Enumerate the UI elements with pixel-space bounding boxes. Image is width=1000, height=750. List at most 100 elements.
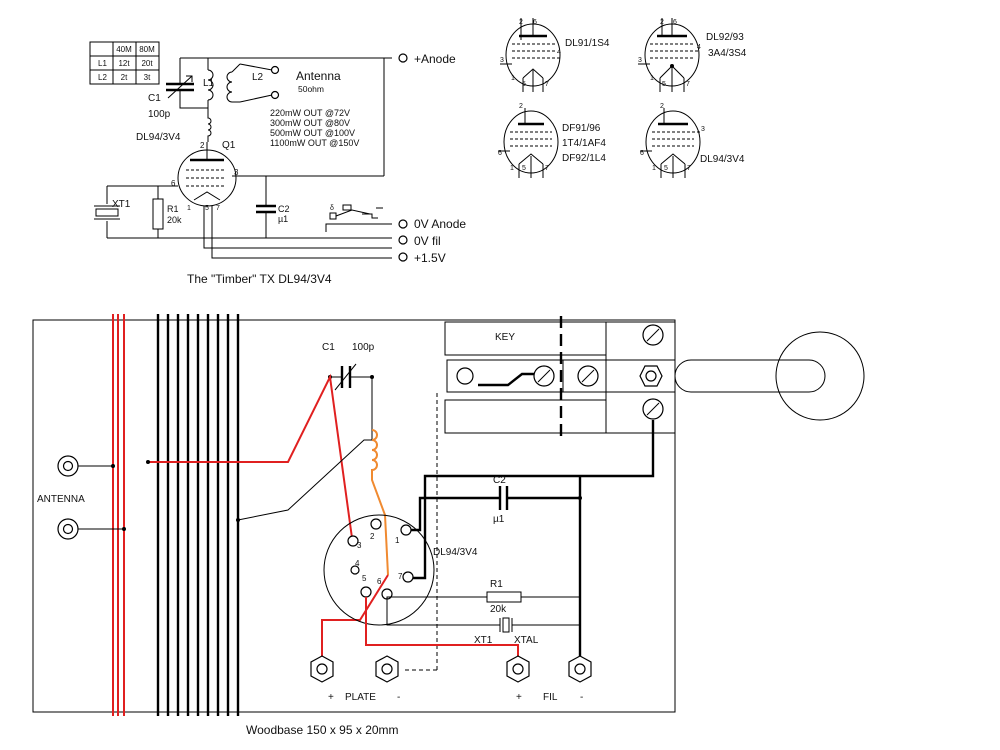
fil-plus-terminal-layout[interactable] <box>506 655 530 683</box>
antenna-terminal-1[interactable] <box>57 455 79 477</box>
antenna-impedance: 50ohm <box>298 84 324 94</box>
layout-c2-label: C2 <box>493 475 506 486</box>
layout-r1-label: R1 <box>490 579 503 590</box>
q1-pin-2: 2 <box>200 141 205 150</box>
woodbase-outline <box>32 319 676 713</box>
dl94-pin-6: 6 <box>640 150 644 157</box>
dl91-pin-7: 7 <box>545 81 549 88</box>
q1-pin-3: 3 <box>234 168 239 177</box>
tube-basing-dl92: 2 6 4 3 1 5 7 DL92/93 3A4/3S4 <box>638 18 747 92</box>
tube-basing-df91: 2 6 1 5 7 DF91/96 1T4/1AF4 DF92/1L4 <box>498 103 606 178</box>
dl92-pin-1: 1 <box>650 75 654 82</box>
table-header-80m: 80M <box>139 45 155 54</box>
layout-r1-value: 20k <box>490 604 507 615</box>
df91-name-3: DF92/1L4 <box>562 153 606 164</box>
dl92-pin-4: 4 <box>697 44 701 51</box>
grid-circuit: XT1 R1 20k <box>94 185 182 238</box>
l1-label: L1 <box>203 78 215 89</box>
q1-tube-type: DL94/3V4 <box>136 132 181 143</box>
l2-antenna-coil-wires <box>112 314 125 716</box>
table-header-40m: 40M <box>116 45 132 54</box>
q1-tube-symbol: 2 6 3 1 5 7 DL94/3V4 Q1 <box>136 132 239 212</box>
tube-basing-dl94: 2 3 6 1 5 7 DL94/3V4 <box>640 103 745 178</box>
c2-capacitor: C2 µ1 <box>256 176 290 238</box>
dl94-pin-5: 5 <box>664 165 668 172</box>
tank-circuit: C1 100p L1 L2 Antenna 50ohm <box>148 57 392 142</box>
morse-key-symbol: δ <box>329 204 383 220</box>
dl94-pin-7: 7 <box>687 165 691 172</box>
schematic-caption: The "Timber" TX DL94/3V4 <box>187 272 332 286</box>
r1-label: R1 <box>167 204 179 214</box>
dl91-pin-4: 4 <box>557 49 561 56</box>
socket-pin-6: 6 <box>377 577 382 586</box>
socket-pin-4: 4 <box>355 559 360 568</box>
df91-pin-6: 6 <box>498 150 502 157</box>
table-row-l2-label: L2 <box>98 73 107 82</box>
layout-c1-value: 100p <box>352 342 375 353</box>
c1-value: 100p <box>148 109 171 120</box>
antenna-label: Antenna <box>296 69 341 83</box>
socket-pin-1: 1 <box>395 536 400 545</box>
dl92-pin-7: 7 <box>686 81 690 88</box>
power-note-100v: 500mW OUT @100V <box>270 128 355 138</box>
c2-value: µ1 <box>278 214 288 224</box>
dl92-name-2: 3A4/3S4 <box>708 48 747 59</box>
df91-pin-2: 2 <box>519 103 523 110</box>
anode-plus-label: +Anode <box>414 52 456 66</box>
table-row-l1-80m: 20t <box>141 59 153 68</box>
df91-pin-7: 7 <box>545 165 549 172</box>
dl92-pin-2: 2 <box>660 19 664 26</box>
c1-label: C1 <box>148 93 161 104</box>
antenna-terminal-2[interactable] <box>57 518 79 540</box>
socket-pin-5: 5 <box>362 574 367 583</box>
dl92-pin-6: 6 <box>673 19 677 26</box>
plate-minus-sign: - <box>397 692 400 703</box>
anode-zero-label: 0V Anode <box>414 217 466 231</box>
fil-minus-sign: - <box>580 692 583 703</box>
fil-label: FIL <box>543 692 558 703</box>
layout-c1-capacitor: C1 100p <box>322 342 375 391</box>
plate-minus-terminal[interactable] <box>375 655 399 683</box>
l2-label: L2 <box>252 72 264 83</box>
power-note-72v: 220mW OUT @72V <box>270 108 350 118</box>
dl92-name-1: DL92/93 <box>706 32 744 43</box>
fil-plus-terminal[interactable] <box>398 252 408 262</box>
fil-minus-terminal-layout[interactable] <box>568 655 592 683</box>
antenna-terminals-label: ANTENNA <box>37 494 85 505</box>
key-label: KEY <box>495 332 515 343</box>
r1-value: 20k <box>167 215 182 225</box>
q1-pin-5: 5 <box>205 205 209 212</box>
dl94-pin-3: 3 <box>701 126 705 133</box>
dl91-name: DL91/1S4 <box>565 38 610 49</box>
table-row-l2-40m: 2t <box>121 73 128 82</box>
l1-tank-coil-wires <box>156 314 240 716</box>
fil-zero-terminal[interactable] <box>398 235 408 245</box>
tube-basing-dl91: 2 6 4 3 1 5 7 DL91/1S4 <box>500 18 610 92</box>
table-row-l1-label: L1 <box>98 59 107 68</box>
layout-tube-label: DL94/3V4 <box>433 547 478 558</box>
morse-key-assembly[interactable]: KEY <box>444 316 865 440</box>
layout-xtal-label: XTAL <box>514 635 539 646</box>
dl91-pin-2: 2 <box>519 19 523 26</box>
socket-pin-3: 3 <box>357 541 362 550</box>
plate-plus-terminal[interactable] <box>310 655 334 683</box>
c2-label: C2 <box>278 204 290 214</box>
dl91-pin-5: 5 <box>522 81 526 88</box>
woodbase-caption: Woodbase 150 x 95 x 20mm <box>246 723 399 737</box>
dl94-pin-1: 1 <box>652 165 656 172</box>
fil-plus-label: +1.5V <box>414 251 446 265</box>
q1-label: Q1 <box>222 140 236 151</box>
layout-c2-value: µ1 <box>493 514 505 525</box>
dl91-pin-1: 1 <box>511 75 515 82</box>
table-row-l1-40m: 12t <box>118 59 130 68</box>
anode-plus-terminal[interactable] <box>398 53 408 63</box>
dl94-pin-2: 2 <box>660 103 664 110</box>
anode-zero-terminal[interactable] <box>398 219 408 229</box>
dl94-name: DL94/3V4 <box>700 154 745 165</box>
layout-c1-label: C1 <box>322 342 335 353</box>
plate-label: PLATE <box>345 692 376 703</box>
socket-pin-7: 7 <box>398 572 403 581</box>
dl92-pin-5: 5 <box>662 81 666 88</box>
df91-name-1: DF91/96 <box>562 123 601 134</box>
dl91-pin-3: 3 <box>500 57 504 64</box>
